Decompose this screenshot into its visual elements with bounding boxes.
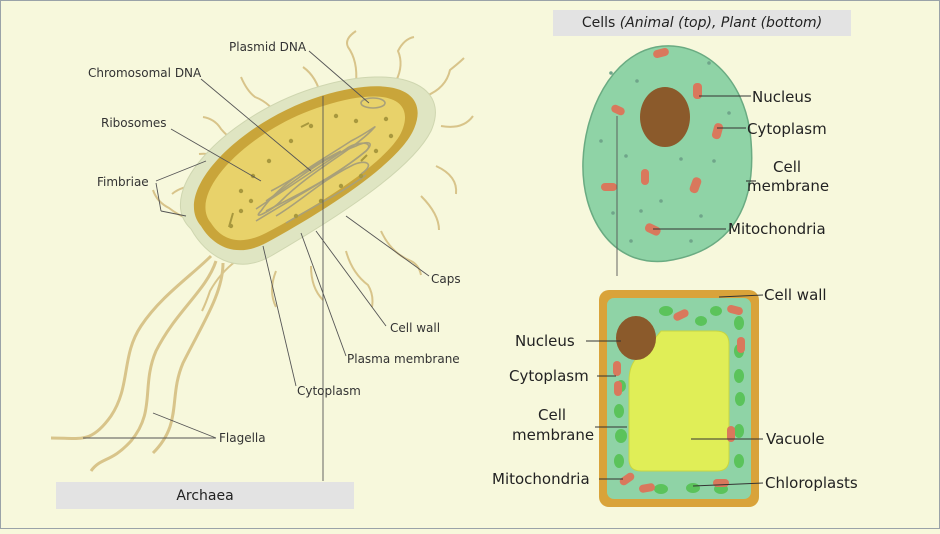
- plant-label-cytoplasm: Cytoplasm: [509, 367, 589, 385]
- bacterium-leaders: [83, 50, 430, 481]
- animal-label-nucleus: Nucleus: [752, 88, 812, 106]
- animal-mitochondria: [601, 47, 724, 236]
- animal-leaders: [653, 95, 756, 230]
- plant-nucleus: [616, 316, 656, 360]
- label-chromosomal-dna: Chromosomal DNA: [88, 66, 202, 80]
- label-plasmid-dna: Plasmid DNA: [229, 40, 307, 54]
- plasmid-ring: [360, 97, 386, 109]
- animal-cytoplasm: [582, 45, 753, 263]
- label-flagella: Flagella: [219, 431, 266, 445]
- plant-vacuole: [628, 330, 730, 472]
- animal-label-cell-1: Cell: [773, 158, 801, 176]
- plant-label-cell-1: Cell: [538, 406, 566, 424]
- inclusion-rods: [228, 122, 368, 228]
- bacterium: [50, 30, 474, 472]
- label-plasma-membrane: Plasma membrane: [347, 352, 460, 366]
- title-detail: (Animal (top), Plant (bottom): [619, 15, 823, 31]
- label-capsule: Caps: [431, 272, 461, 286]
- plant-label-cell-wall: Cell wall: [764, 286, 827, 304]
- plant-label-mitochondria: Mitochondria: [492, 470, 590, 488]
- animal-label-membrane-2: membrane: [747, 177, 829, 195]
- archaea-caption: Archaea: [56, 482, 354, 509]
- plant-label-chloroplasts: Chloroplasts: [765, 474, 858, 492]
- label-ribosomes: Ribosomes: [101, 116, 167, 130]
- title-caption: Cells (Animal (top), Plant (bottom): [553, 10, 851, 36]
- plant-label-vacuole: Vacuole: [766, 430, 825, 448]
- flagella-strands: [50, 254, 225, 472]
- animal-dots: [599, 61, 731, 243]
- plant-label-nucleus: Nucleus: [515, 332, 575, 350]
- animal-nucleus: [640, 87, 690, 147]
- animal-label-mitochondria: Mitochondria: [728, 220, 826, 238]
- animal-label-cytoplasm: Cytoplasm: [747, 120, 827, 138]
- cytoplasm-area: [205, 96, 406, 241]
- animal-cell: [582, 45, 753, 263]
- plant-label-membrane-2: membrane: [512, 426, 594, 444]
- label-fimbriae: Fimbriae: [97, 175, 149, 189]
- label-cell-wall: Cell wall: [390, 321, 440, 335]
- title-prefix: Cells: [581, 15, 616, 31]
- plant-cell: [599, 290, 759, 507]
- plant-leaders: [586, 294, 764, 487]
- label-cytoplasm: Cytoplasm: [297, 384, 361, 398]
